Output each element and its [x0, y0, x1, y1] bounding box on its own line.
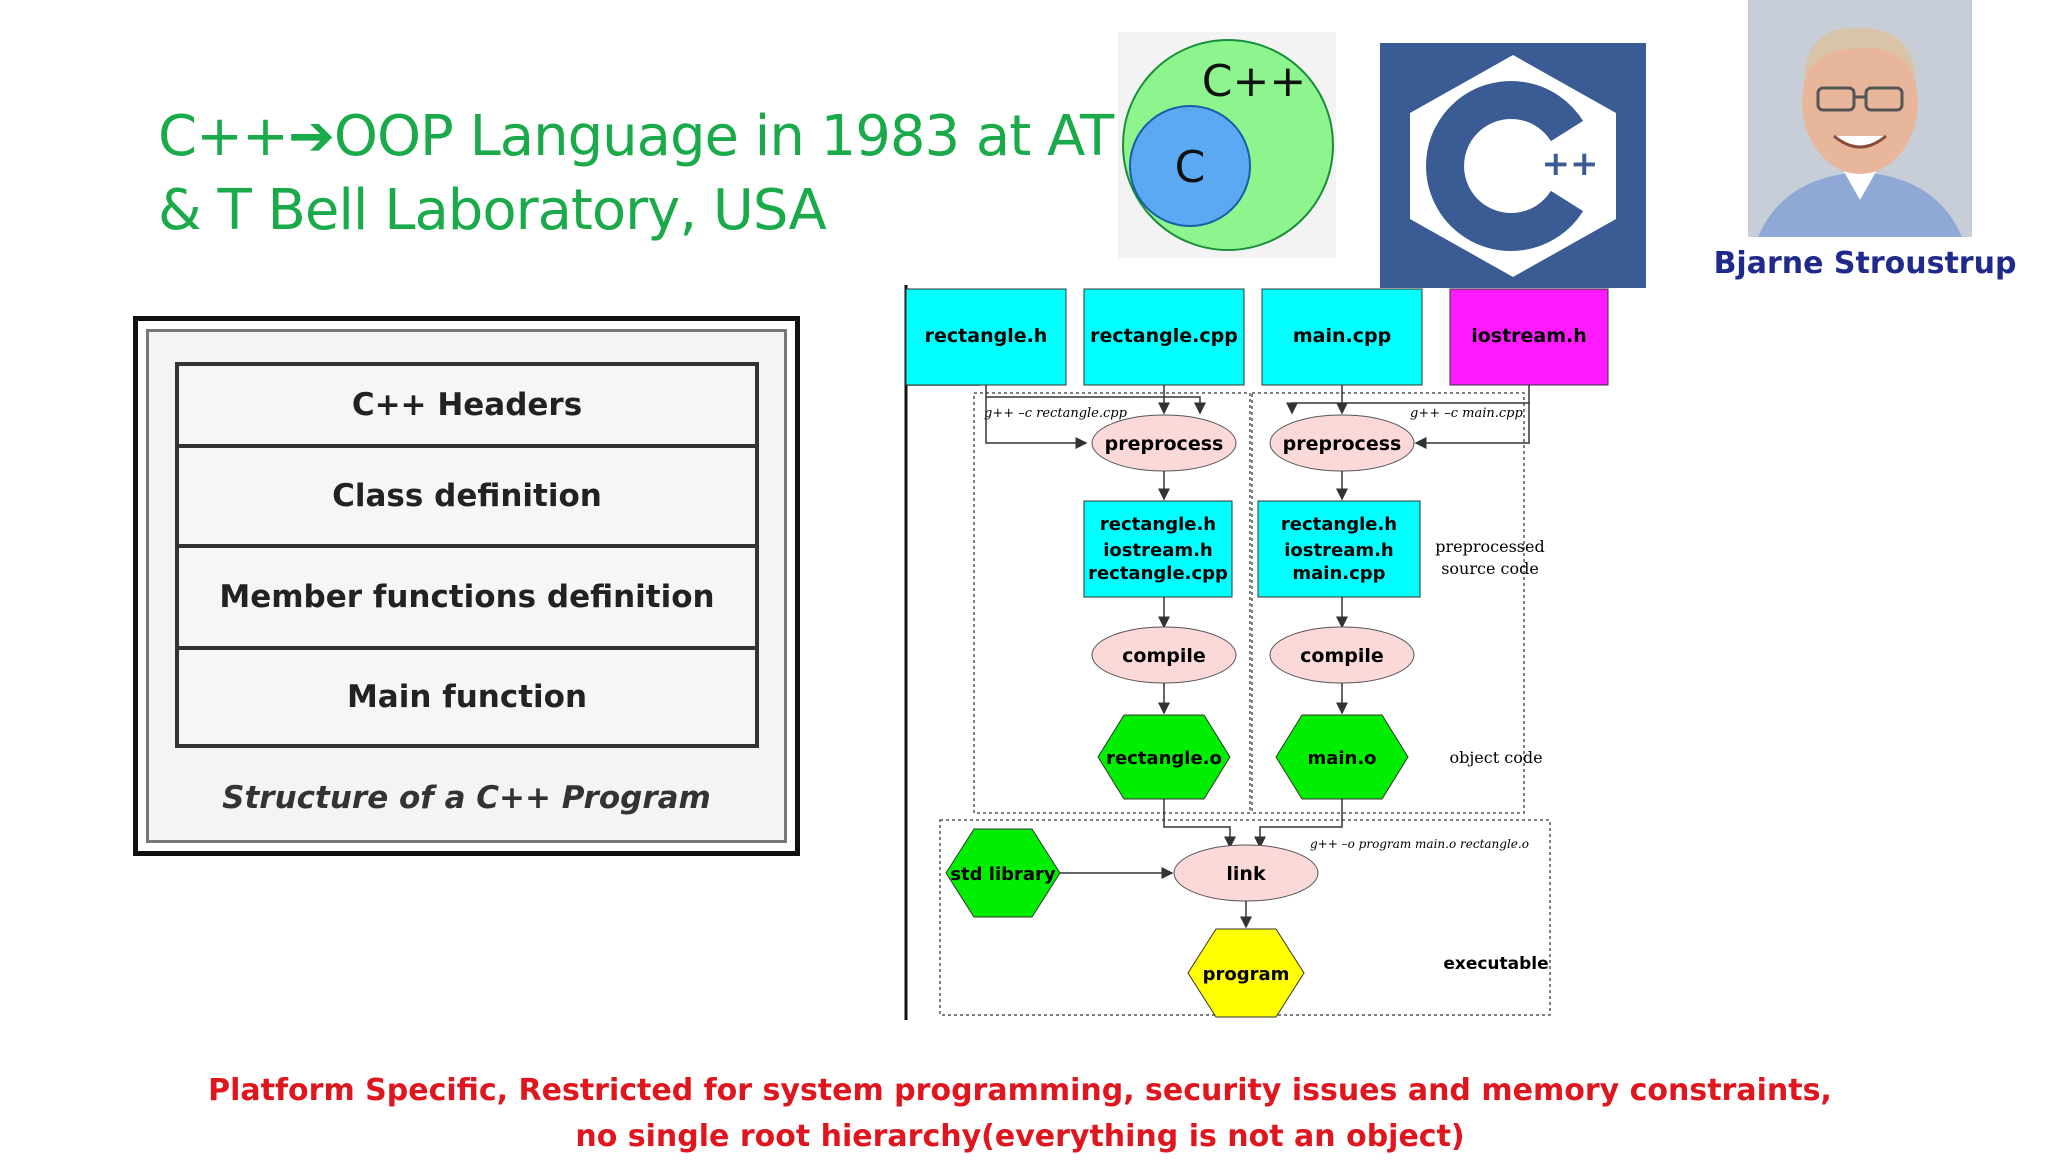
svg-text:main.cpp: main.cpp: [1292, 563, 1385, 584]
venn-inner-label: C: [1175, 142, 1206, 193]
svg-text:rectangle.h: rectangle.h: [1100, 514, 1216, 535]
program-output: program: [1187, 928, 1305, 1018]
object-rectangle-o: rectangle.o: [1097, 714, 1231, 800]
compile-right: compile: [1269, 626, 1415, 684]
limitations-line-1: Platform Specific, Restricted for system…: [208, 1073, 1832, 1108]
source-file-iostream-h: iostream.h: [1449, 288, 1609, 386]
limitations-line-2: no single root hierarchy(everything is n…: [575, 1119, 1465, 1154]
bjarne-stroustrup-photo: [1748, 0, 1972, 237]
svg-text:rectangle.cpp: rectangle.cpp: [1088, 563, 1228, 584]
svg-text:preprocess: preprocess: [1283, 433, 1402, 455]
cpp-program-structure: C++ Headers Class definition Member func…: [133, 316, 800, 856]
compilation-flow-diagram: rectangle.h rectangle.cpp main.cpp iostr…: [900, 285, 1610, 1020]
svg-text:rectangle.h: rectangle.h: [925, 325, 1048, 347]
person-name: Bjarne Stroustrup: [1713, 246, 2017, 281]
preprocess-left: preprocess: [1091, 414, 1237, 472]
svg-text:main.o: main.o: [1307, 748, 1376, 769]
svg-text:std library: std library: [950, 864, 1056, 885]
preprocessed-main-source: rectangle.h iostream.h main.cpp: [1257, 500, 1421, 598]
svg-text:rectangle.o: rectangle.o: [1106, 748, 1222, 769]
source-file-rectangle-h: rectangle.h: [905, 288, 1067, 386]
structure-row-headers: C++ Headers: [175, 362, 759, 448]
svg-text:compile: compile: [1122, 645, 1206, 667]
preprocessed-rectangle-source: rectangle.h iostream.h rectangle.cpp: [1083, 500, 1233, 598]
svg-text:program: program: [1203, 964, 1290, 985]
label-object-code: object code: [1449, 748, 1542, 767]
link-step: link: [1173, 844, 1319, 902]
venn-outer-label: C++: [1202, 56, 1306, 107]
svg-text:link: link: [1226, 863, 1266, 885]
svg-text:rectangle.cpp: rectangle.cpp: [1090, 325, 1238, 347]
title-line-2: & T Bell Laboratory, USA: [158, 178, 827, 243]
svg-text:main.cpp: main.cpp: [1293, 325, 1391, 347]
command-compile-rectangle: g++ –c rectangle.cpp: [984, 406, 1128, 421]
source-file-rectangle-cpp: rectangle.cpp: [1083, 288, 1245, 386]
command-link: g++ –o program main.o rectangle.o: [1310, 837, 1529, 851]
svg-text:iostream.h: iostream.h: [1471, 325, 1587, 347]
preprocess-right: preprocess: [1269, 414, 1415, 472]
structure-row-class-definition: Class definition: [175, 444, 759, 548]
svg-text:++: ++: [1542, 144, 1599, 184]
c-cpp-venn-logo: C++ C: [1118, 32, 1336, 258]
cpp-logo: ++: [1380, 43, 1646, 288]
svg-text:iostream.h: iostream.h: [1103, 540, 1213, 561]
limitations-note: Platform Specific, Restricted for system…: [180, 1068, 1860, 1160]
structure-inner-frame: C++ Headers Class definition Member func…: [146, 329, 787, 843]
label-preprocessed-line-1: preprocessed: [1435, 537, 1544, 556]
svg-text:iostream.h: iostream.h: [1284, 540, 1394, 561]
structure-row-main-function: Main function: [175, 646, 759, 748]
compile-left: compile: [1091, 626, 1237, 684]
svg-text:compile: compile: [1300, 645, 1384, 667]
structure-caption: Structure of a C++ Program: [222, 780, 711, 816]
svg-text:rectangle.h: rectangle.h: [1281, 514, 1397, 535]
label-executable: executable: [1443, 954, 1548, 974]
title-line-1: C++➔OOP Language in 1983 at AT: [158, 104, 1114, 169]
label-preprocessed-line-2: source code: [1441, 559, 1539, 578]
object-main-o: main.o: [1275, 714, 1409, 800]
std-library: std library: [945, 828, 1061, 918]
slide-title: C++➔OOP Language in 1983 at AT & T Bell …: [158, 100, 1118, 248]
svg-text:preprocess: preprocess: [1105, 433, 1224, 455]
structure-row-member-functions: Member functions definition: [175, 544, 759, 650]
source-file-main-cpp: main.cpp: [1261, 288, 1423, 386]
command-compile-main: g++ –c main.cpp: [1410, 406, 1523, 421]
